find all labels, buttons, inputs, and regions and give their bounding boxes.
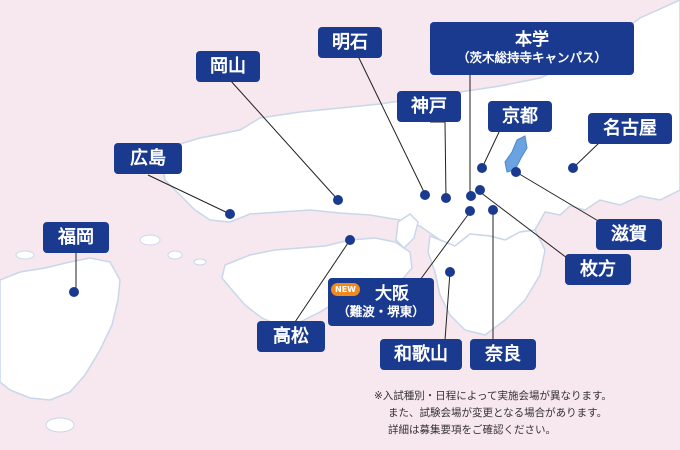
land-island-b — [167, 250, 183, 260]
marker-kyoto — [477, 163, 487, 173]
footnote-line-1: ※入試種別・日程によって実施会場が異なります。 — [374, 390, 612, 402]
marker-nara — [488, 205, 498, 215]
marker-wakayama — [445, 267, 455, 277]
label-osaka-title: 大阪 — [375, 283, 409, 304]
marker-hiroshima — [225, 209, 235, 219]
label-nara-text: 奈良 — [485, 343, 521, 365]
footnote-line-3: 詳細は募集要項をご確認ください。 — [388, 424, 556, 436]
footnote: ※入試種別・日程によって実施会場が異なります。 また、試験会場が変更となる場合が… — [374, 388, 612, 439]
label-honbu[interactable]: 本学 （茨木総持寺キャンパス） — [430, 22, 634, 75]
label-kyoto[interactable]: 京都 — [488, 101, 552, 132]
label-hirakata-text: 枚方 — [580, 258, 616, 280]
label-honbu-title: 本学 — [515, 30, 549, 51]
markers — [69, 163, 578, 297]
marker-honbu — [466, 191, 476, 201]
label-osaka[interactable]: 大阪 （難波・堺東） — [328, 278, 434, 326]
label-hiroshima-text: 広島 — [130, 147, 166, 169]
land-island-e — [45, 417, 75, 433]
marker-nagoya — [568, 163, 578, 173]
label-wakayama[interactable]: 和歌山 — [380, 339, 462, 370]
label-hirakata[interactable]: 枚方 — [565, 254, 631, 285]
new-badge: NEW — [331, 283, 360, 296]
marker-akashi — [420, 190, 430, 200]
label-takamatsu-text: 高松 — [273, 325, 309, 347]
label-shiga-text: 滋賀 — [611, 223, 647, 245]
label-nagoya[interactable]: 名古屋 — [588, 113, 672, 144]
label-osaka-sub: （難波・堺東） — [337, 303, 425, 319]
label-kobe[interactable]: 神戸 — [397, 91, 461, 122]
label-okayama[interactable]: 岡山 — [196, 51, 260, 82]
marker-shiga — [511, 167, 521, 177]
label-akashi[interactable]: 明石 — [318, 27, 382, 58]
marker-fukuoka — [69, 287, 79, 297]
marker-okayama — [333, 195, 343, 205]
label-akashi-text: 明石 — [332, 31, 368, 53]
label-takamatsu[interactable]: 高松 — [257, 321, 325, 352]
marker-takamatsu — [345, 235, 355, 245]
label-okayama-text: 岡山 — [210, 55, 246, 77]
marker-kobe — [441, 193, 451, 203]
footnote-line-2: また、試験会場が変更となる場合があります。 — [388, 407, 608, 419]
land-kyushu — [0, 257, 121, 401]
label-fukuoka-text: 福岡 — [58, 226, 94, 248]
label-shiga[interactable]: 滋賀 — [596, 219, 662, 250]
land-island-c — [193, 258, 207, 266]
label-hiroshima[interactable]: 広島 — [114, 143, 182, 174]
land-island-a — [139, 234, 161, 246]
marker-hirakata — [475, 185, 485, 195]
label-kobe-text: 神戸 — [411, 95, 447, 117]
land-kii-peninsula — [427, 229, 546, 336]
label-nagoya-text: 名古屋 — [603, 117, 657, 139]
label-nara[interactable]: 奈良 — [470, 339, 536, 370]
marker-osaka — [465, 206, 475, 216]
land-awaji — [395, 213, 419, 250]
label-fukuoka[interactable]: 福岡 — [43, 222, 109, 253]
label-kyoto-text: 京都 — [502, 105, 538, 127]
label-wakayama-text: 和歌山 — [394, 343, 448, 365]
leader-lines — [75, 55, 601, 341]
land-island-d — [15, 250, 35, 260]
label-honbu-sub: （茨木総持寺キャンパス） — [456, 50, 607, 66]
